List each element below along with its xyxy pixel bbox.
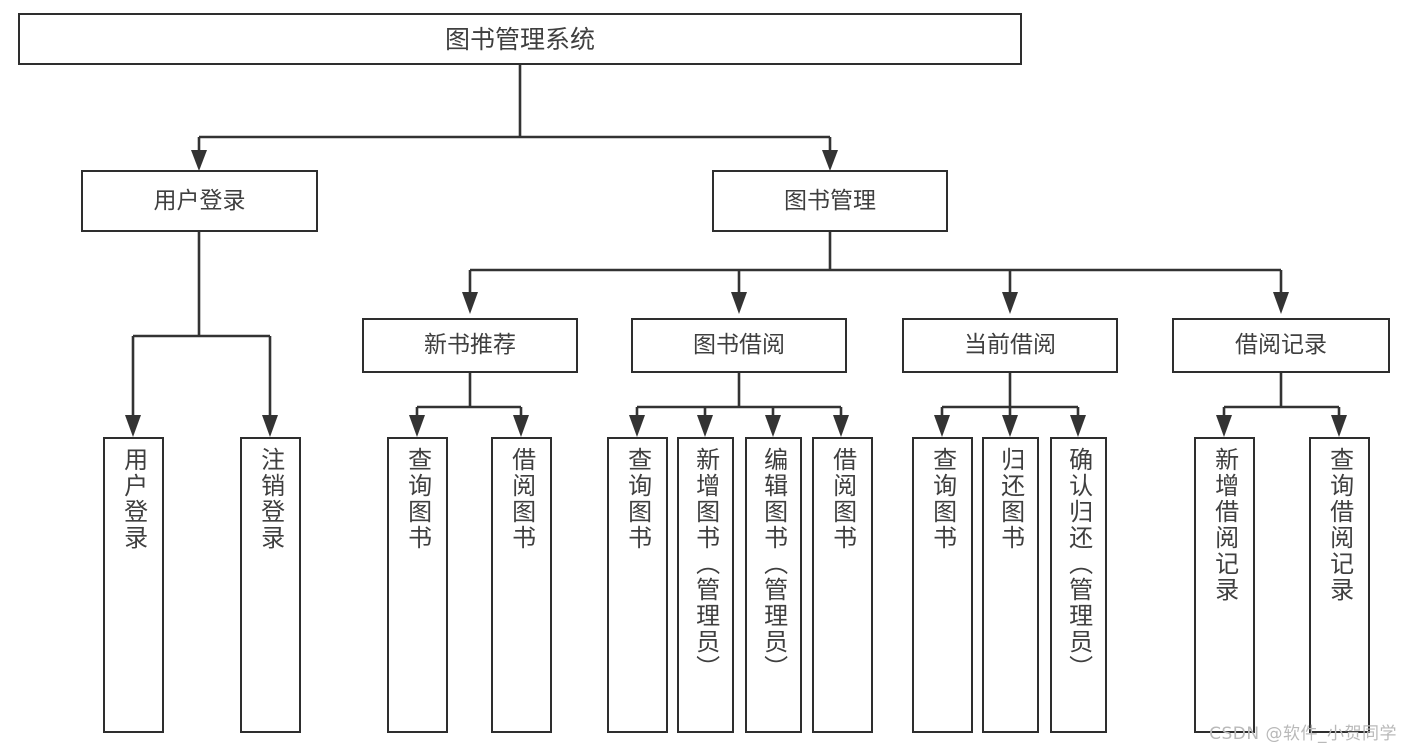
node-leaf-add-book-admin[interactable]: 新增图书（管理员） [677, 437, 734, 733]
arrowhead-bb-leaf1 [629, 415, 645, 437]
node-label: 借阅图书 [828, 447, 857, 551]
node-leaf-borrow-book[interactable]: 借阅图书 [812, 437, 873, 733]
arrowhead-new-book [462, 292, 478, 314]
node-label: 查询图书 [403, 447, 432, 551]
node-label: 用户登录 [153, 187, 246, 214]
node-leaf-confirm-return-admin[interactable]: 确认归还（管理员） [1050, 437, 1107, 733]
node-label: 借阅记录 [1235, 332, 1327, 358]
node-label: 查询图书 [623, 447, 652, 551]
arrowhead-cb-leaf2 [1002, 415, 1018, 437]
arrowhead-cb-leaf3 [1070, 415, 1086, 437]
node-leaf-return-book[interactable]: 归还图书 [982, 437, 1039, 733]
arrowhead-bb-leaf2 [697, 415, 713, 437]
node-leaf-query-book-borrow[interactable]: 查询图书 [607, 437, 668, 733]
node-label: 注销登录 [256, 447, 285, 551]
arrowhead-leaf-logout [262, 415, 278, 437]
arrowhead-bb-leaf3 [765, 415, 781, 437]
node-label: 当前借阅 [964, 332, 1056, 358]
node-book-borrow[interactable]: 图书借阅 [631, 318, 847, 373]
arrowhead-book-borrow [731, 292, 747, 314]
node-label: 查询图书 [928, 447, 957, 551]
node-leaf-logout[interactable]: 注销登录 [240, 437, 301, 733]
node-new-book-recommend[interactable]: 新书推荐 [362, 318, 578, 373]
node-label: 新书推荐 [424, 332, 516, 358]
arrowhead-current-borrow [1002, 292, 1018, 314]
node-leaf-query-borrow-record[interactable]: 查询借阅记录 [1309, 437, 1370, 733]
node-leaf-borrow-book-newbook[interactable]: 借阅图书 [491, 437, 552, 733]
node-borrow-record[interactable]: 借阅记录 [1172, 318, 1390, 373]
node-label: 查询借阅记录 [1325, 447, 1354, 603]
node-label: 图书借阅 [693, 332, 785, 358]
node-leaf-user-login[interactable]: 用户登录 [103, 437, 164, 733]
arrowhead-book-mgmt [822, 150, 838, 171]
node-label: 新增借阅记录 [1210, 447, 1239, 603]
node-current-borrow[interactable]: 当前借阅 [902, 318, 1118, 373]
node-book-management[interactable]: 图书管理 [712, 170, 948, 232]
node-label: 借阅图书 [507, 447, 536, 551]
node-label: 新增图书（管理员） [691, 447, 720, 681]
arrowhead-user-login [191, 150, 207, 171]
node-root-book-management-system[interactable]: 图书管理系统 [18, 13, 1022, 65]
csdn-watermark: CSDN @软件_小贺同学 [1209, 724, 1397, 744]
node-label: 图书管理 [784, 187, 876, 214]
node-leaf-add-borrow-record[interactable]: 新增借阅记录 [1194, 437, 1255, 733]
node-leaf-query-book-newbook[interactable]: 查询图书 [387, 437, 448, 733]
arrowhead-cb-leaf1 [934, 415, 950, 437]
node-leaf-query-book-current[interactable]: 查询图书 [912, 437, 973, 733]
arrowhead-leaf-user-login [125, 415, 141, 437]
arrowhead-borrow-record [1273, 292, 1289, 314]
node-user-login[interactable]: 用户登录 [81, 170, 318, 232]
node-label: 用户登录 [119, 447, 148, 551]
node-label: 图书管理系统 [444, 24, 595, 54]
node-label: 归还图书 [996, 447, 1025, 551]
node-label: 确认归还（管理员） [1064, 447, 1093, 681]
arrowhead-br-leaf1 [1216, 415, 1232, 437]
node-leaf-edit-book-admin[interactable]: 编辑图书（管理员） [745, 437, 802, 733]
arrowhead-br-leaf2 [1331, 415, 1347, 437]
arrowhead-newbook-leaf2 [513, 415, 529, 437]
node-label: 编辑图书（管理员） [759, 447, 788, 681]
arrowhead-bb-leaf4 [833, 415, 849, 437]
arrowhead-newbook-leaf1 [409, 415, 425, 437]
